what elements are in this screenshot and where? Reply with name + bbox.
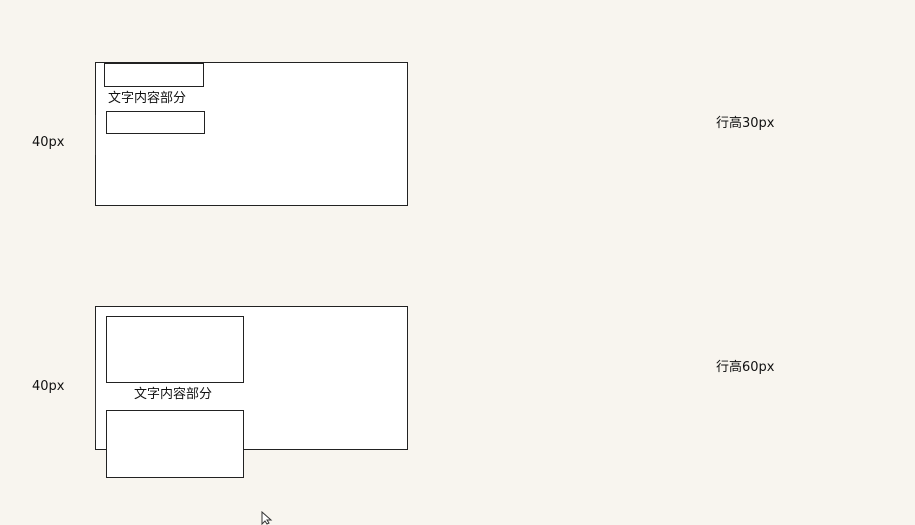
mouse-pointer-icon: [261, 511, 273, 525]
line-height-label-2: 行高60px: [716, 360, 775, 375]
half-leading-bottom-2: [106, 410, 244, 478]
height-marker-2: [95, 360, 96, 440]
height-label-2: 40px: [32, 379, 65, 394]
half-leading-top-1: [104, 63, 204, 87]
height-marker-1: [95, 115, 96, 155]
half-leading-bottom-1: [106, 111, 205, 134]
content-text-2: 文字内容部分: [134, 387, 213, 402]
content-text-1: 文字内容部分: [108, 91, 187, 106]
half-leading-top-2: [106, 316, 244, 383]
line-height-label-1: 行高30px: [716, 116, 775, 131]
height-label-1: 40px: [32, 135, 65, 150]
